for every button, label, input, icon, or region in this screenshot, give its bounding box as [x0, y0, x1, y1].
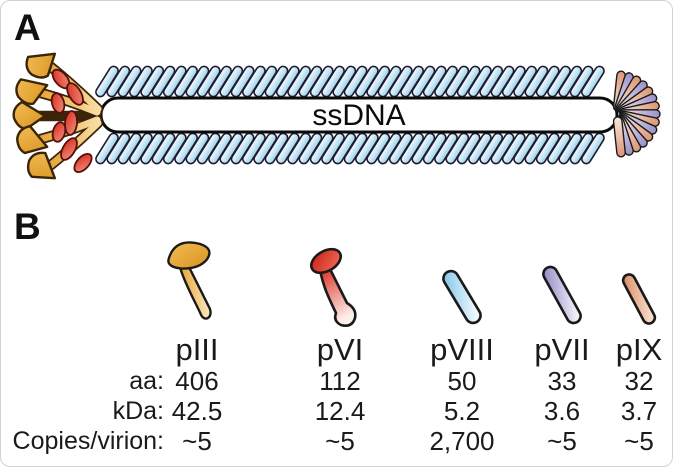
protein-kda: 3.6 [543, 396, 581, 426]
protein-column-piii: pIII 406 42.5 ~5 [132, 233, 262, 456]
protein-copies: 2,700 [429, 426, 495, 456]
pvi-club-icon [280, 233, 400, 333]
protein-aa: 32 [624, 366, 654, 396]
protein-copies: ~5 [547, 426, 577, 456]
pviii-coat-top-row [93, 63, 607, 100]
table-row-labels: aa: kDa: Copies/virion: [13, 366, 164, 456]
panel-a-label: A [14, 7, 41, 48]
ssdna-capsule: ssDNA [99, 96, 619, 134]
pvii-pix-end-fan [612, 70, 661, 158]
protein-copies: ~5 [325, 426, 355, 456]
protein-name: pVIII [430, 332, 494, 367]
pviii-coat-bottom-row [93, 130, 607, 167]
protein-column-pix: pIX 32 3.7 ~5 [606, 233, 672, 456]
protein-kda: 42.5 [171, 396, 223, 426]
protein-table: aa: kDa: Copies/virion: [1, 233, 672, 461]
protein-kda: 3.7 [620, 396, 658, 426]
row-label-kda: kDa: [112, 397, 164, 425]
protein-aa: 112 [319, 366, 361, 396]
piii-mushroom-icon [132, 233, 262, 333]
row-label-copies: Copies/virion: [12, 427, 164, 455]
protein-kda: 5.2 [443, 396, 481, 426]
protein-copies: ~5 [182, 426, 212, 456]
protein-kda: 12.4 [314, 396, 366, 426]
protein-name: pVI [316, 332, 364, 367]
pix-rod-icon [606, 233, 672, 333]
phage-virion-diagram: ssDNA [11, 41, 661, 190]
protein-aa: 406 [175, 366, 219, 396]
pviii-rod-icon [412, 233, 512, 333]
pvii-rod-icon [514, 233, 610, 333]
protein-copies: ~5 [624, 426, 654, 456]
protein-name: pVII [534, 332, 590, 367]
row-label-aa: aa: [129, 367, 164, 395]
protein-aa: 33 [547, 366, 577, 396]
protein-name: pIX [615, 332, 663, 367]
pvi-units [50, 68, 93, 174]
protein-aa: 50 [447, 366, 477, 396]
protein-column-pvii: pVII 33 3.6 ~5 [514, 233, 610, 456]
panel-b-label: B [14, 206, 41, 247]
protein-column-pviii: pVIII 50 5.2 2,700 [412, 233, 512, 456]
protein-name: pIII [175, 332, 219, 367]
piii-pvi-end-cluster [11, 41, 104, 190]
protein-column-pvi: pVI 112 12.4 ~5 [280, 233, 400, 456]
ssdna-label: ssDNA [312, 99, 405, 132]
